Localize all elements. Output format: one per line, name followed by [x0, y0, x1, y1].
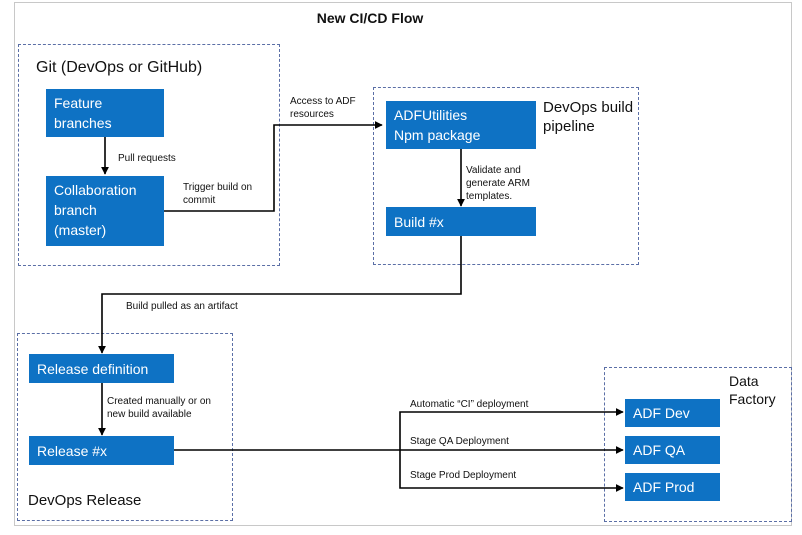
diagram-title: New CI/CD Flow	[316, 10, 424, 26]
adf-qa-node[interactable]: ADF QA	[625, 436, 720, 464]
devops-release-group-label: DevOps Release	[28, 492, 142, 509]
data-factory-group-label: Data Factory	[729, 373, 776, 407]
build-node[interactable]: Build #x	[386, 207, 536, 236]
collaboration-branch-node[interactable]: Collaboration branch (master)	[46, 176, 164, 246]
stage-prod-caption: Stage Prod Deployment	[410, 470, 517, 481]
automatic-ci-caption: Automatic “CI” deployment	[410, 399, 529, 410]
adf-prod-node[interactable]: ADF Prod	[625, 473, 720, 501]
trigger-build-caption: Trigger build on commit	[183, 182, 253, 206]
devops-build-group-label: DevOps build pipeline	[543, 99, 634, 135]
feature-branches-node[interactable]: Feature branches	[46, 89, 164, 137]
release-node[interactable]: Release #x	[29, 436, 174, 465]
pull-requests-caption: Pull requests	[118, 153, 176, 164]
adf-dev-node[interactable]: ADF Dev	[625, 399, 720, 427]
created-manually-caption: Created manually or on new build availab…	[107, 396, 211, 420]
access-adf-caption: Access to ADF resources	[290, 96, 356, 120]
git-group-label: Git (DevOps or GitHub)	[36, 59, 203, 76]
build-pulled-caption: Build pulled as an artifact	[126, 301, 238, 312]
diagram-frame	[14, 2, 792, 526]
adf-utilities-node[interactable]: ADFUtilities Npm package	[386, 101, 536, 149]
validate-generate-caption: Validate and generate ARM templates.	[466, 165, 530, 202]
stage-qa-caption: Stage QA Deployment	[410, 436, 509, 447]
release-definition-node[interactable]: Release definition	[29, 354, 174, 383]
